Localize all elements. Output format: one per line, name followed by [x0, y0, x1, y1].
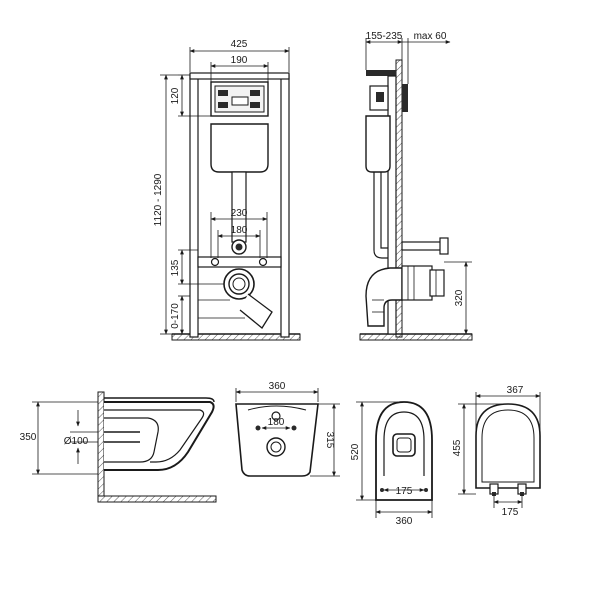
bowl-body-side [104, 401, 215, 471]
frame-right-post [280, 74, 290, 338]
dim-top-length: 520 [350, 443, 361, 460]
dim-top-width: 360 [396, 516, 413, 527]
dim-hinge-spacing: 175 [502, 507, 519, 518]
frame-left-post [189, 74, 199, 338]
front-view: 425 190 120 1120 - 1290 230 180 135 [153, 39, 301, 341]
seat-view: 367 455 175 [452, 385, 541, 518]
side-floor-line [359, 333, 473, 341]
dim-seat-length: 455 [452, 439, 463, 456]
dim-depth-max: max 60 [414, 31, 447, 42]
cistern [210, 123, 269, 173]
mounting-rail [197, 256, 282, 268]
dim-pipe-spacing-inner: 180 [231, 225, 248, 236]
dim-back-height: 315 [324, 432, 335, 449]
dim-height-range: 1120 - 1290 [153, 173, 164, 226]
dim-top-inner-width: 175 [396, 486, 413, 497]
dim-frame-width: 425 [231, 39, 248, 50]
dim-outlet-height: 320 [454, 289, 465, 306]
dim-seat-width: 367 [507, 385, 524, 396]
dim-bowl-height: 350 [20, 432, 37, 443]
dim-back-width: 360 [269, 381, 286, 392]
dim-pipe-spacing-outer: 230 [231, 208, 248, 219]
side-drain-elbow [365, 267, 403, 327]
dim-depth-range: 155-235 [366, 31, 403, 42]
frame-top-bar [189, 72, 290, 80]
bowl-side-profile: 350 Ø100 [20, 391, 217, 503]
dim-button-width: 190 [231, 55, 248, 66]
side-view: 155-235 max 60 320 [359, 31, 473, 341]
bowl-back-view: 180 360 315 [235, 381, 340, 477]
dim-pipe-diameter: Ø100 [64, 436, 89, 447]
bowl-top-view: 175 520 360 [350, 401, 433, 527]
dim-bottom-height: 0-170 [170, 303, 181, 329]
dim-top-height: 120 [170, 87, 181, 104]
side-cistern [365, 115, 391, 173]
dim-lower-height: 135 [170, 259, 181, 276]
dim-bolt-spacing: 180 [268, 417, 285, 428]
